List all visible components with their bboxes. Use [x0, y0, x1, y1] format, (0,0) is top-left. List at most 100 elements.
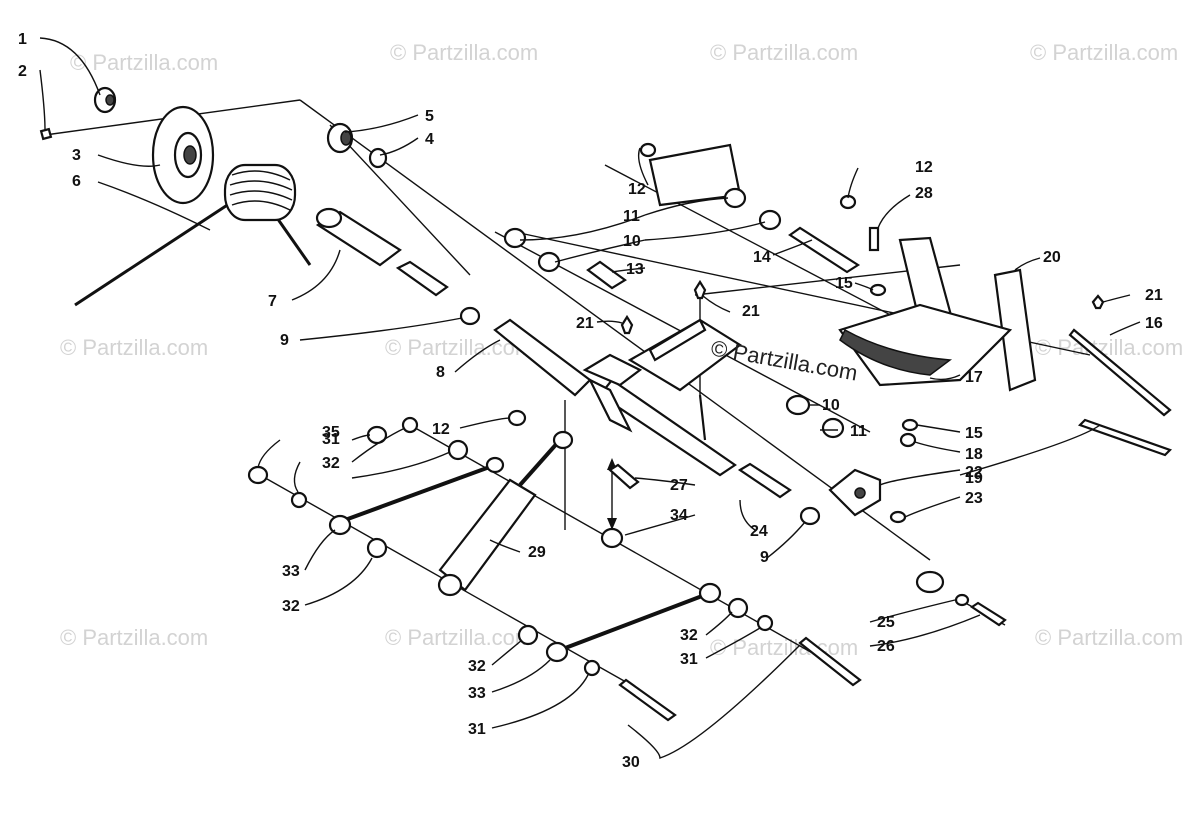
callout-27: 27 [670, 477, 688, 494]
bushing-9a [459, 306, 481, 326]
callout-12b: 12 [915, 159, 933, 176]
callout-33: 33 [282, 563, 300, 580]
pin-14 [788, 226, 861, 274]
spacer-32c [517, 624, 539, 646]
callout-18: 18 [965, 446, 983, 463]
watermark: © Partzilla.com [1030, 40, 1178, 65]
callout-17: 17 [965, 369, 983, 386]
callout-12c: 12 [432, 421, 450, 438]
callout-33b: 33 [468, 685, 486, 702]
main-shaft [493, 318, 737, 477]
pin-13 [586, 260, 627, 290]
callout-21c: 21 [1145, 287, 1163, 304]
grease-fitting-21a [620, 314, 634, 335]
callout-5: 5 [425, 108, 434, 125]
callout-32c: 32 [468, 658, 486, 675]
torsion-spring [74, 163, 312, 307]
callout-4: 4 [425, 131, 434, 148]
callout-11: 11 [623, 208, 640, 225]
bolt-16 [1068, 328, 1172, 417]
callout-28: 28 [915, 185, 933, 202]
short-tube [395, 260, 449, 297]
callout-14: 14 [753, 249, 771, 266]
callout-24: 24 [750, 523, 768, 540]
nut-11b [503, 227, 527, 249]
watermark: © Partzilla.com [70, 50, 218, 75]
bushing [326, 122, 354, 154]
callout-9b: 9 [760, 549, 769, 566]
callout-32: 32 [322, 455, 340, 472]
callout-35: 35 [322, 424, 340, 441]
callout-3: 3 [72, 147, 81, 164]
spacer-tube [315, 207, 402, 267]
callout-22: 22 [965, 464, 983, 481]
washer-31a [401, 416, 419, 434]
callout-31b: 31 [680, 651, 698, 668]
callout-1: 1 [18, 31, 27, 48]
nut-11c [821, 417, 845, 439]
watermark: © Partzilla.com [710, 40, 858, 65]
washer-23 [889, 510, 907, 524]
callout-6: 6 [72, 173, 81, 190]
plate-22 [828, 468, 882, 517]
callout-34: 34 [670, 507, 688, 524]
watermark: © Partzilla.com [60, 625, 208, 650]
callout-2: 2 [18, 63, 27, 80]
front-arm [582, 318, 742, 441]
callout-15: 15 [835, 275, 853, 292]
watermark: © Partzilla.com [385, 625, 533, 650]
nut-12c [507, 409, 527, 427]
watermark: © Partzilla.com [60, 335, 208, 360]
callout-15b: 15 [965, 425, 983, 442]
callout-9: 9 [280, 332, 289, 349]
callout-29: 29 [528, 544, 546, 561]
callout-19: 19 [965, 470, 983, 487]
nut-35b [247, 465, 269, 485]
idler-wheel [151, 105, 215, 205]
disk-end [915, 570, 945, 594]
link-lower [545, 582, 722, 663]
callout-21b: 21 [576, 315, 594, 332]
callout-32d: 32 [680, 627, 698, 644]
bolt-30b [798, 636, 862, 687]
bolt-27 [608, 463, 640, 490]
callout-10b: 10 [822, 397, 840, 414]
watermark: © Partzilla.com [1035, 625, 1183, 650]
callout-7: 7 [268, 293, 277, 310]
callout-8: 8 [436, 364, 445, 381]
callout-10: 10 [623, 233, 641, 250]
callout-32b: 32 [282, 598, 300, 615]
callout-25: 25 [877, 614, 895, 631]
bolt-28 [868, 226, 880, 252]
callout-13: 13 [626, 261, 644, 278]
watermark: © Partzilla.com [710, 635, 858, 660]
spacer-34 [600, 527, 624, 549]
callout-16: 16 [1145, 315, 1163, 332]
nut-18 [899, 432, 917, 448]
nut-10b [537, 251, 561, 273]
callout-26: 26 [877, 638, 895, 655]
callout-11b: 11 [850, 423, 867, 440]
tube-24 [737, 462, 792, 499]
callout-30: 30 [622, 754, 640, 771]
bushing-9b [799, 506, 821, 526]
watermark: © Partzilla.com [390, 40, 538, 65]
watermarks: © Partzilla.com © Partzilla.com © Partzi… [60, 40, 1183, 660]
callout-31c: 31 [468, 721, 486, 738]
suspension-bracket [838, 236, 1037, 392]
grease-fitting-21b [693, 279, 707, 300]
washer-31d [583, 659, 601, 677]
spacer-32d [727, 597, 749, 619]
washer-25 [954, 593, 970, 607]
washer-15a [869, 283, 887, 297]
shock-absorber [437, 430, 574, 597]
callout-20: 20 [1043, 249, 1061, 266]
nut-10a [758, 209, 782, 231]
washer-15b [901, 418, 919, 432]
bolt-26 [970, 601, 1007, 627]
bolt-30a [618, 678, 677, 722]
washer-31b [290, 491, 308, 509]
link-upper [328, 456, 505, 536]
watermark: © Partzilla.com [1035, 335, 1183, 360]
